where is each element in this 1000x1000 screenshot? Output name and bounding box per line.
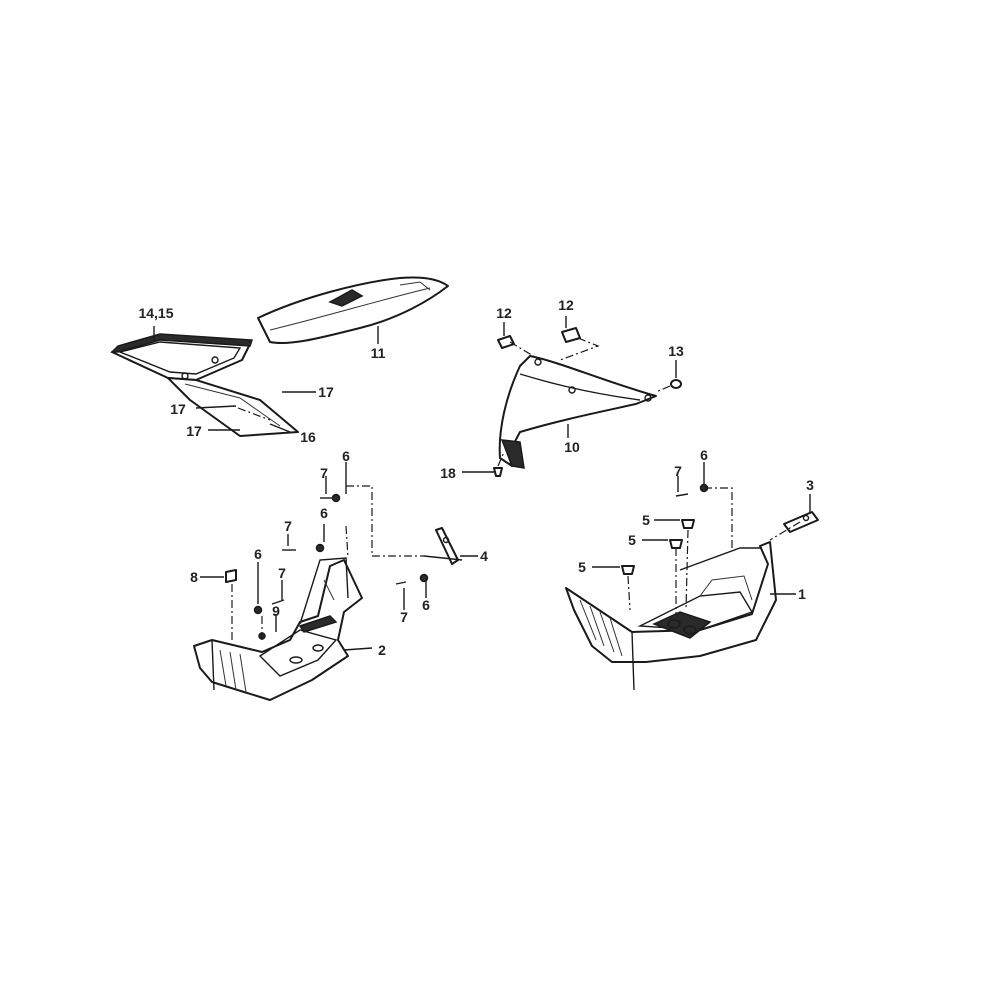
callout-9: 9 xyxy=(272,603,280,619)
callout-13: 13 xyxy=(668,343,684,359)
part-11-side-cover xyxy=(257,276,449,345)
callout-2: 2 xyxy=(378,642,386,658)
hardware-right xyxy=(621,483,709,575)
callout-17c: 17 xyxy=(186,423,202,439)
part-4-bracket xyxy=(423,527,463,565)
callout-16: 16 xyxy=(300,429,316,445)
part-14-15-bracket xyxy=(110,333,299,437)
callout-6c: 6 xyxy=(254,546,262,562)
callout-10: 10 xyxy=(564,439,580,455)
part-1-right-footrest xyxy=(565,541,777,691)
leader-lines xyxy=(153,316,811,651)
hardware-left xyxy=(225,493,429,640)
callout-6a: 6 xyxy=(342,448,350,464)
part-12-clip-left xyxy=(497,335,515,349)
callout-11: 11 xyxy=(371,345,386,361)
callout-4: 4 xyxy=(480,548,488,564)
part-2-left-footrest xyxy=(193,557,363,701)
callout-7e: 7 xyxy=(674,463,682,479)
callout-14-15: 14,15 xyxy=(138,305,173,321)
callout-3: 3 xyxy=(806,477,814,493)
callout-17b: 17 xyxy=(170,401,186,417)
callout-6e: 6 xyxy=(700,447,708,463)
callout-17a: 17 xyxy=(318,384,334,400)
callout-18: 18 xyxy=(440,465,456,481)
callout-12a: 12 xyxy=(496,305,512,321)
callout-7c: 7 xyxy=(278,565,286,581)
callout-5a: 5 xyxy=(642,512,650,528)
callout-6b: 6 xyxy=(320,505,328,521)
part-18-screw xyxy=(493,467,503,477)
callout-12b: 12 xyxy=(558,297,574,313)
part-3-bracket xyxy=(783,511,819,533)
callout-8: 8 xyxy=(190,569,198,585)
callout-7a: 7 xyxy=(320,465,328,481)
callout-5c: 5 xyxy=(578,559,586,575)
part-13-grommet xyxy=(670,379,682,389)
callout-7d: 7 xyxy=(400,609,408,625)
callout-7b: 7 xyxy=(284,518,292,534)
assembly-lines xyxy=(231,337,801,640)
callout-labels: 14,15 11 17 17 17 16 12 12 13 10 18 7 6 … xyxy=(138,297,814,658)
callout-1: 1 xyxy=(798,586,806,602)
callout-6d: 6 xyxy=(422,597,430,613)
callout-5b: 5 xyxy=(628,532,636,548)
part-12-clip-right xyxy=(561,327,581,343)
